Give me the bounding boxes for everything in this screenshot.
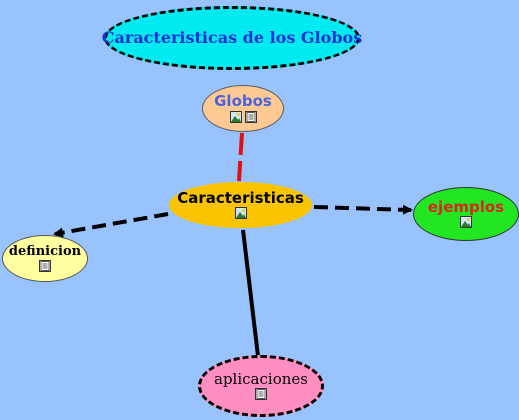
concept-label-caracteristicas: Caracteristicas (177, 188, 304, 207)
resource-icons (39, 259, 51, 272)
document-icon[interactable] (39, 259, 51, 272)
concept-node-aplicaciones[interactable]: aplicaciones (198, 355, 324, 417)
concept-label-aplicaciones: aplicaciones (214, 369, 308, 388)
concept-node-ejemplos[interactable]: ejemplos (413, 187, 519, 241)
resource-icons (460, 216, 472, 229)
concept-node-title[interactable]: Caracteristicas de los Globos (101, 6, 363, 70)
concept-node-definicion[interactable]: definicion (2, 235, 88, 282)
concept-label-definicion: definicion (8, 244, 82, 260)
concept-node-globos[interactable]: Globos (202, 85, 284, 132)
link-globos-caracteristicas (237, 132, 244, 182)
concept-label-title: Caracteristicas de los Globos (101, 27, 363, 47)
document-icon[interactable] (255, 388, 267, 401)
concept-label-ejemplos: ejemplos (427, 197, 505, 216)
resource-icons (255, 388, 267, 401)
link-caracteristicas-ejemplos (313, 204, 413, 215)
link-caracteristicas-definicion (53, 212, 169, 238)
link-caracteristicas-aplicaciones (241, 229, 260, 357)
image-icon[interactable] (229, 110, 242, 123)
document-icon[interactable] (244, 110, 257, 123)
image-icon[interactable] (460, 216, 472, 229)
image-icon[interactable] (234, 207, 247, 220)
resource-icons (229, 110, 257, 123)
resource-icons (234, 207, 247, 220)
concept-node-caracteristicas[interactable]: Caracteristicas (169, 182, 312, 228)
concept-label-globos: Globos (214, 92, 272, 111)
